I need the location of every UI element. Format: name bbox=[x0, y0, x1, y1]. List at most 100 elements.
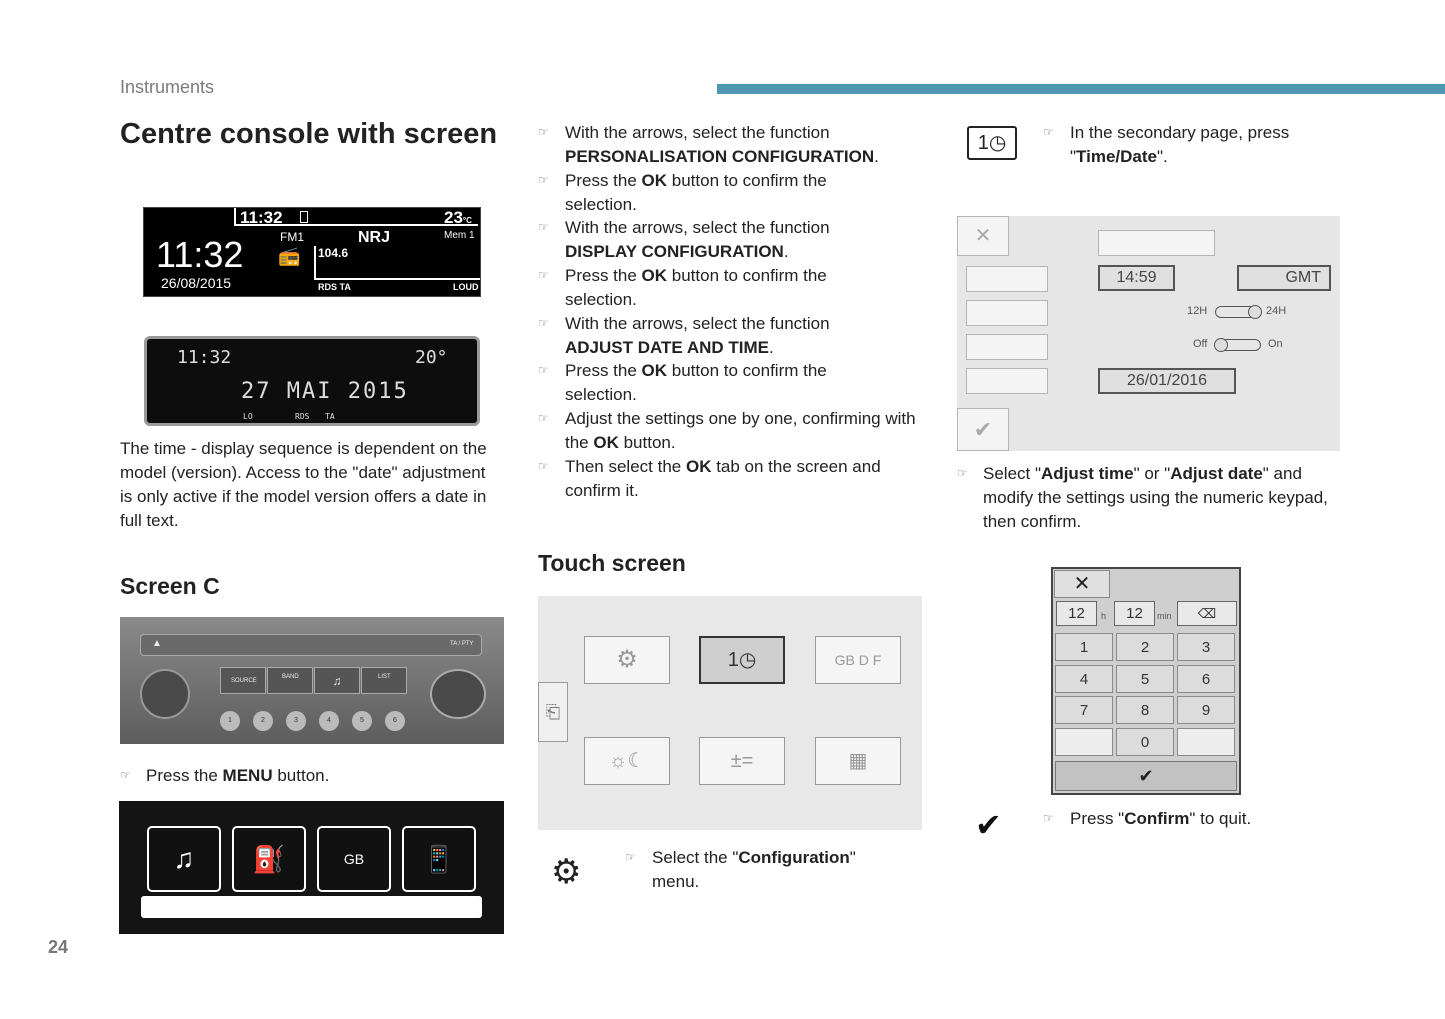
lcd2-clock: 11:32 bbox=[177, 347, 232, 368]
side-tab-2 bbox=[966, 300, 1048, 326]
fuel-trip-icon: ⛽ bbox=[232, 826, 306, 892]
24h-label: 24H bbox=[1266, 305, 1287, 317]
step-6: ☞ Press the OK button to confirm the sel… bbox=[538, 361, 827, 404]
time-field: 14:59 bbox=[1098, 265, 1175, 291]
cd-slot bbox=[140, 634, 482, 656]
ta-pty-label: TA / PTY bbox=[450, 641, 474, 647]
select-configuration-instruction: ☞ Select the "Configuration" menu. bbox=[625, 848, 856, 891]
settings-sliders-icon: GB bbox=[317, 826, 391, 892]
display-brightness-icon: ☼☾ bbox=[584, 737, 670, 785]
step-1: ☞ With the arrows, select the function P… bbox=[538, 123, 879, 166]
preset-2: 2 bbox=[253, 711, 273, 731]
touch-screen-heading: Touch screen bbox=[538, 550, 686, 576]
pointing-hand-icon: ☞ bbox=[538, 363, 549, 377]
key-6: 6 bbox=[1177, 665, 1235, 693]
12h-label: 12H bbox=[1187, 305, 1208, 317]
list-button: LIST bbox=[361, 667, 407, 694]
lcd-clock-big: 11:32 bbox=[156, 234, 244, 275]
key-2: 2 bbox=[1116, 633, 1174, 661]
lcd2-temp: 20° bbox=[415, 347, 448, 368]
key-9: 9 bbox=[1177, 696, 1235, 724]
lcd-mem: Mem 1 bbox=[444, 230, 475, 241]
panel-title-field bbox=[1098, 230, 1215, 256]
side-tab-1 bbox=[966, 266, 1048, 292]
calendar-icon: ▦ bbox=[815, 737, 901, 785]
key-8: 8 bbox=[1116, 696, 1174, 724]
on-off-toggle bbox=[1214, 338, 1261, 352]
phone-bluetooth-icon: 📱 bbox=[402, 826, 476, 892]
numeric-keypad: ✕ 12 h 12 min ⌫ 1 2 3 4 5 6 7 8 9 0 ✔ bbox=[1051, 567, 1241, 795]
lcd-top-bar bbox=[234, 208, 478, 226]
step-5: ☞ With the arrows, select the function A… bbox=[538, 314, 830, 357]
page-title: Centre console with screen bbox=[120, 118, 498, 150]
secondary-page-instruction: ☞ In the secondary page, press "Time/Dat… bbox=[1043, 123, 1290, 166]
nav-dial bbox=[430, 669, 486, 719]
volume-knob bbox=[140, 669, 190, 719]
close-icon: ✕ bbox=[957, 216, 1009, 256]
step-8: ☞ Then select the OK tab on the screen a… bbox=[538, 457, 881, 500]
step-2: ☞ Press the OK button to confirm the sel… bbox=[538, 171, 827, 214]
adjust-instruction: ☞ Select "Adjust time" or "Adjust date" … bbox=[957, 464, 1328, 531]
key-7: 7 bbox=[1055, 696, 1113, 724]
pointing-hand-icon: ☞ bbox=[538, 411, 549, 425]
close-icon: ✕ bbox=[1054, 570, 1110, 598]
key-1: 1 bbox=[1055, 633, 1113, 661]
step-3: ☞ With the arrows, select the function D… bbox=[538, 218, 830, 261]
lcd-temp: 23°C bbox=[444, 208, 472, 227]
page-number: 24 bbox=[48, 937, 69, 957]
pointing-hand-icon: ☞ bbox=[1043, 811, 1054, 825]
minutes-field: 12 bbox=[1114, 601, 1155, 626]
pointing-hand-icon: ☞ bbox=[538, 220, 549, 234]
time-date-panel: ✕ ✔ 14:59 GMT 12H 24H Off On 26/01/2016 bbox=[957, 216, 1340, 451]
model-description: The time - display sequence is dependent… bbox=[120, 439, 487, 530]
lcd2-date: 27 MAI 2015 bbox=[241, 379, 409, 404]
hours-unit: h bbox=[1101, 611, 1107, 621]
audio-menu-icon: ♫ bbox=[147, 826, 221, 892]
lcd-loud: LOUD bbox=[453, 282, 479, 292]
preset-3: 3 bbox=[286, 711, 306, 731]
pointing-hand-icon: ☞ bbox=[625, 850, 636, 864]
band-button: BAND bbox=[267, 667, 313, 694]
lcd-frequency: 104.6 bbox=[318, 246, 349, 260]
lcd-date: 26/08/2015 bbox=[161, 275, 232, 291]
back-tab: ⎗ bbox=[538, 682, 568, 742]
side-tab-3 bbox=[966, 334, 1048, 360]
backspace-icon: ⌫ bbox=[1177, 601, 1237, 626]
lcd2-flag-rds: RDS bbox=[295, 412, 310, 421]
lcd-battery-icon bbox=[300, 211, 308, 223]
step-4: ☞ Press the OK button to confirm the sel… bbox=[538, 266, 827, 309]
lcd-display-2: 11:32 20° 27 MAI 2015 LO RDS TA bbox=[144, 336, 480, 426]
pointing-hand-icon: ☞ bbox=[957, 466, 968, 480]
settings-gear-icon: ⚙ bbox=[584, 636, 670, 684]
section-label: Instruments bbox=[120, 77, 215, 97]
lcd2-flag-lo: LO bbox=[243, 412, 253, 421]
lcd-display-1: 11:32 23°C FM1 NRJ Mem 1 11:32 📻 104.6 2… bbox=[143, 207, 481, 297]
pointing-hand-icon: ☞ bbox=[538, 268, 549, 282]
lcd-rds: RDS TA bbox=[318, 282, 351, 292]
calculator-icon: ±= bbox=[699, 737, 785, 785]
pointing-hand-icon: ☞ bbox=[538, 459, 549, 473]
radio-faceplate: ▲ TA / PTY SOURCE BAND ♫ LIST 1 2 3 4 5 … bbox=[120, 617, 504, 744]
pointing-hand-icon: ☞ bbox=[120, 768, 131, 782]
key-0: 0 bbox=[1116, 728, 1174, 756]
side-tab-4 bbox=[966, 368, 1048, 394]
key-blank-right bbox=[1177, 728, 1235, 756]
preset-5: 5 bbox=[352, 711, 372, 731]
preset-1: 1 bbox=[220, 711, 240, 731]
confirm-instruction: ☞ Press "Confirm" to quit. bbox=[1043, 807, 1323, 831]
clock-calendar-icon: 1◷ bbox=[699, 636, 785, 684]
pointing-hand-icon: ☞ bbox=[538, 125, 549, 139]
screen-c-heading: Screen C bbox=[120, 573, 220, 599]
minutes-unit: min bbox=[1157, 611, 1172, 621]
step-7: ☞ Adjust the settings one by one, confir… bbox=[538, 409, 916, 452]
eject-icon: ▲ bbox=[152, 638, 162, 649]
lcd2-flag-ta: TA bbox=[325, 412, 335, 421]
source-button: SOURCE bbox=[220, 667, 266, 694]
lcd-clock-small: 11:32 bbox=[240, 208, 283, 227]
pointing-hand-icon: ☞ bbox=[538, 316, 549, 330]
press-menu-instruction: ☞ Press the MENU button. bbox=[120, 764, 500, 788]
hours-field: 12 bbox=[1056, 601, 1097, 626]
on-label: On bbox=[1268, 338, 1283, 350]
lcd-signal-line bbox=[314, 246, 480, 280]
confirm-tab: ✔ bbox=[957, 408, 1009, 451]
